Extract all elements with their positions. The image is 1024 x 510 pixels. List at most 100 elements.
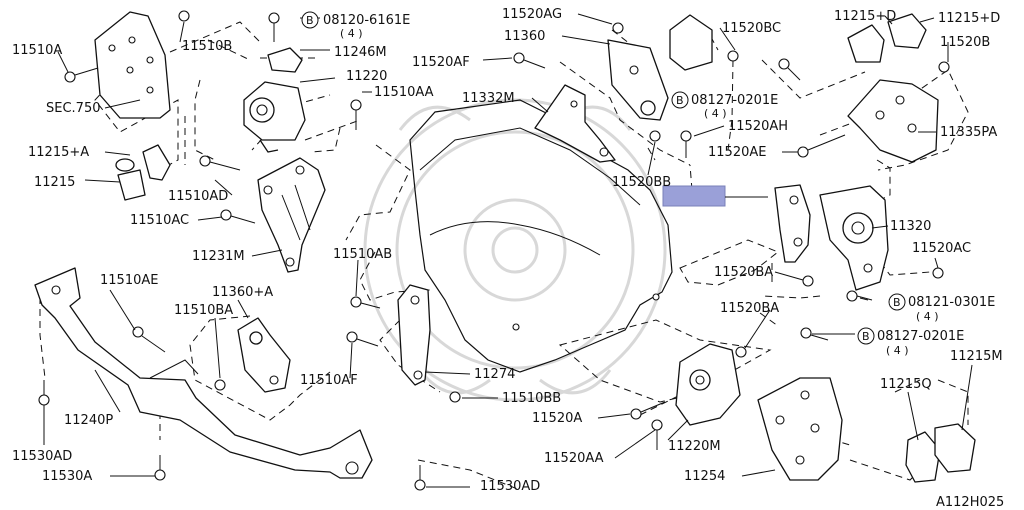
label-08127b-qty: ( 4 ) xyxy=(886,344,909,357)
label-11360[interactable]: 11360 xyxy=(504,29,545,44)
bolt-11510aa xyxy=(350,99,362,130)
insulator-11215a xyxy=(115,144,171,201)
mount-11320 xyxy=(819,185,889,291)
label-11332m[interactable]: 11332M xyxy=(462,91,515,106)
bolt-08127a xyxy=(778,58,801,81)
label-08121[interactable]: 08121-0301E xyxy=(908,295,995,310)
label-11510ba[interactable]: 11510BA xyxy=(174,303,233,318)
bolt-11510ac xyxy=(220,209,256,224)
circled-b-08127b: B xyxy=(857,327,875,345)
label-11520ba-1[interactable]: 11520BA xyxy=(714,265,773,280)
part-labels: 11510A 11510B SEC.750 11215+A 11215 1151… xyxy=(12,7,1004,510)
label-11335pa[interactable]: 11335PA xyxy=(940,125,997,140)
label-sec750[interactable]: SEC.750 xyxy=(46,101,101,116)
label-11240p[interactable]: 11240P xyxy=(64,413,113,428)
nut-11520ba-2 xyxy=(735,346,747,358)
label-11520ac[interactable]: 11520AC xyxy=(912,241,971,256)
label-08127a-qty: ( 4 ) xyxy=(704,107,727,120)
nut-11520ba-1 xyxy=(802,275,814,287)
label-11520ae[interactable]: 11520AE xyxy=(708,145,766,160)
logo-watermark xyxy=(363,98,667,402)
label-leaders xyxy=(43,13,973,488)
label-11360a[interactable]: 11360+A xyxy=(212,285,273,300)
nut-11510bb xyxy=(449,391,461,403)
label-11510ad[interactable]: 11510AD xyxy=(168,189,228,204)
bracket-11360a xyxy=(237,317,291,393)
bolt-11530a xyxy=(154,455,166,481)
label-11520a[interactable]: 11520A xyxy=(532,411,582,426)
label-08127b[interactable]: 08127-0201E xyxy=(877,329,964,344)
label-11520bc[interactable]: 11520BC xyxy=(722,21,781,36)
label-11231m[interactable]: 11231M xyxy=(192,249,245,264)
label-11215d-2[interactable]: 11215+D xyxy=(938,11,1000,26)
mount-11220 xyxy=(243,81,306,153)
bolt-11520a xyxy=(630,401,666,420)
label-11220[interactable]: 11220 xyxy=(346,69,387,84)
label-11510aa[interactable]: 11510AA xyxy=(374,85,434,100)
label-08121-qty: ( 4 ) xyxy=(916,310,939,323)
label-11220m[interactable]: 11220M xyxy=(668,439,721,454)
insulator-11215m xyxy=(934,423,976,473)
label-11215m[interactable]: 11215M xyxy=(950,349,1003,364)
label-11215d-1[interactable]: 11215+D xyxy=(834,9,896,24)
insulator-11215q xyxy=(905,431,941,483)
label-11520ba-2[interactable]: 11520BA xyxy=(720,301,779,316)
nut-11520b xyxy=(938,61,950,73)
label-11530a[interactable]: 11530A xyxy=(42,469,92,484)
label-08120-qty: ( 4 ) xyxy=(340,27,363,40)
label-11520aa[interactable]: 11520AA xyxy=(544,451,604,466)
bolt-11510ad xyxy=(199,155,241,171)
bracket-11360 xyxy=(607,39,669,121)
circled-b-text: B xyxy=(862,330,870,343)
label-11530ad-1[interactable]: 11530AD xyxy=(12,449,72,464)
label-08120[interactable]: 08120-6161E xyxy=(323,13,410,28)
bracket-11332m xyxy=(534,84,616,163)
bolt-11510a xyxy=(64,67,99,83)
label-11520ah[interactable]: 11520AH xyxy=(728,119,788,134)
nut-11520bb xyxy=(649,130,661,142)
nut-11510ba xyxy=(214,379,226,391)
bolt-08121 xyxy=(846,290,873,302)
label-11510a[interactable]: 11510A xyxy=(12,43,62,58)
drawing-id: A112H025 xyxy=(936,495,1004,510)
label-11274[interactable]: 11274 xyxy=(474,367,515,382)
label-11215[interactable]: 11215 xyxy=(34,175,75,190)
crossmember-11240p xyxy=(34,267,373,479)
bolt-11520ah xyxy=(680,130,692,158)
highlight-marker xyxy=(662,185,768,207)
label-11215q[interactable]: 11215Q xyxy=(880,377,932,392)
bolt-11520ac xyxy=(932,267,944,279)
label-11510ae[interactable]: 11510AE xyxy=(100,273,158,288)
nut-11510b xyxy=(178,10,190,22)
label-11530ad-2[interactable]: 11530AD xyxy=(480,479,540,494)
label-11510ac[interactable]: 11510AC xyxy=(130,213,189,228)
label-11215a[interactable]: 11215+A xyxy=(28,145,89,160)
label-11520b[interactable]: 11520B xyxy=(940,35,990,50)
bracket-right-side xyxy=(774,184,811,263)
label-11520bb[interactable]: 11520BB xyxy=(612,175,671,190)
bolt-11520af xyxy=(513,52,546,69)
label-11510bb[interactable]: 11510BB xyxy=(502,391,561,406)
sec750-bracket xyxy=(94,11,171,119)
mount-11220m xyxy=(675,343,741,426)
label-11510af[interactable]: 11510AF xyxy=(300,373,358,388)
label-11510b[interactable]: 11510B xyxy=(182,39,232,54)
label-11320[interactable]: 11320 xyxy=(890,219,931,234)
circled-b-08121: B xyxy=(888,293,906,311)
label-08127a[interactable]: 08127-0201E xyxy=(691,93,778,108)
label-11520af[interactable]: 11520AF xyxy=(412,55,470,70)
bolt-11520aa xyxy=(651,419,663,450)
circled-b-08120: B xyxy=(301,11,319,29)
bolt-11530ad-left xyxy=(38,380,50,406)
circled-b-text: B xyxy=(306,14,314,27)
bracket-11520bc xyxy=(669,14,713,71)
label-11254[interactable]: 11254 xyxy=(684,469,725,484)
label-11246m[interactable]: 11246M xyxy=(334,45,387,60)
bolt-11510ab xyxy=(350,296,381,309)
bolt-11520ag xyxy=(612,22,624,34)
label-11520ag[interactable]: 11520AG xyxy=(502,7,562,22)
label-11510ab[interactable]: 11510AB xyxy=(333,247,392,262)
bracket-11335pa xyxy=(847,79,939,163)
